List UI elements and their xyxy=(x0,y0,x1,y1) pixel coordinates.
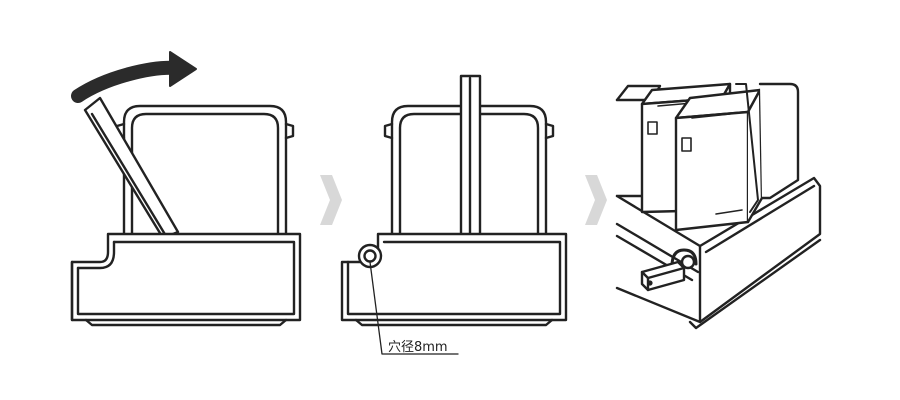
hole-diameter-label: 穴径8mm xyxy=(388,340,448,355)
chevron-right-icon xyxy=(585,175,607,225)
power-bank xyxy=(674,88,764,232)
callout-leader xyxy=(369,261,459,355)
panel-step-3 xyxy=(615,82,822,330)
rotation-arrow-icon xyxy=(71,51,197,103)
locking-bar-tilted xyxy=(83,96,180,240)
dock-back-panel xyxy=(735,82,800,213)
padlock-icon xyxy=(640,248,698,292)
locking-bar-upright xyxy=(459,74,482,238)
panel-step-1 xyxy=(70,51,302,327)
dock-base xyxy=(70,232,302,327)
chevron-right-icon xyxy=(320,175,342,225)
panel-step-2 xyxy=(340,74,568,355)
